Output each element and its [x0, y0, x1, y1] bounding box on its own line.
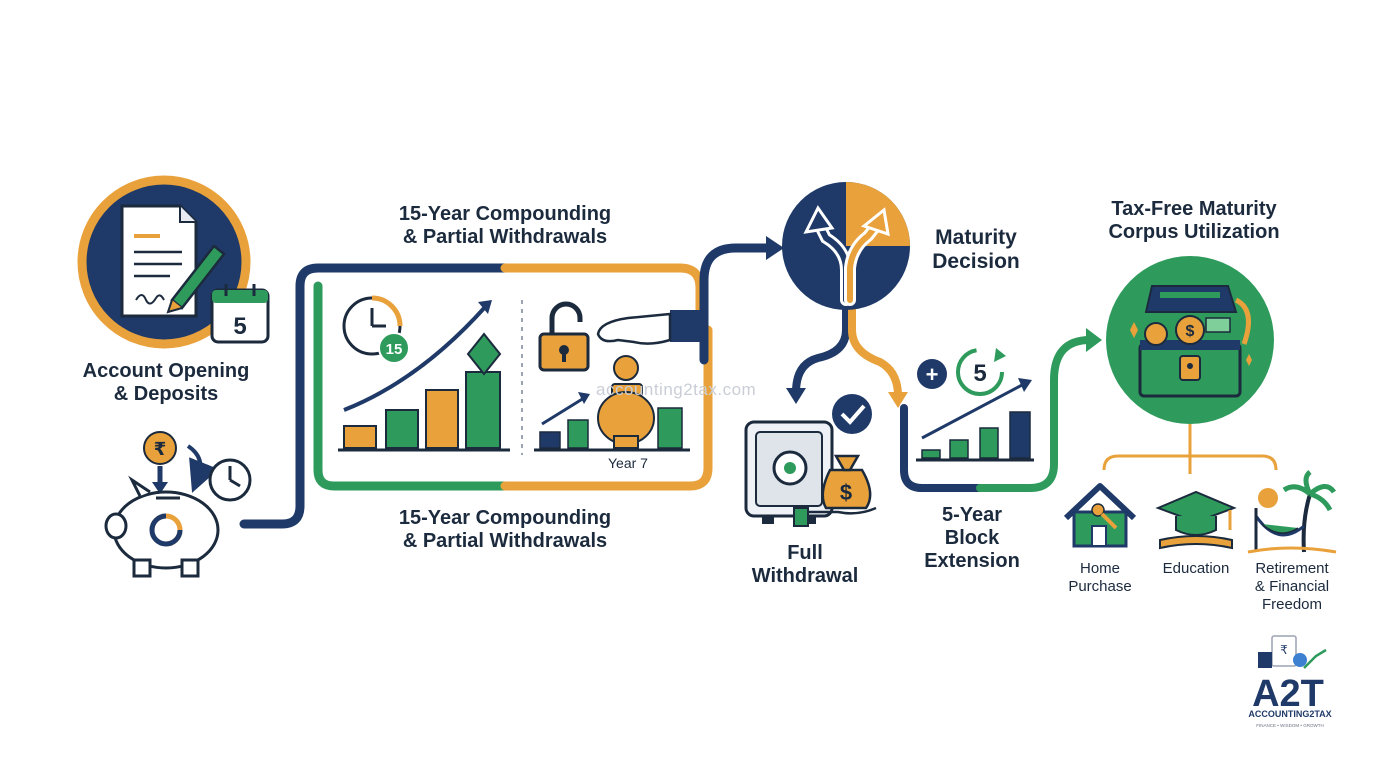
compounding-bottom-label: 15-Year Compounding& Partial Withdrawals	[398, 507, 612, 552]
flow-arrow-to-decision	[766, 236, 784, 260]
svg-text:₹: ₹	[1280, 643, 1288, 657]
flow-path-to-decision	[699, 243, 773, 365]
treasure-chest-icon: $	[1130, 285, 1252, 398]
flow-frame-bottom-orange	[500, 325, 713, 491]
growth-chart-icon	[916, 378, 1034, 462]
flow-path-start	[239, 263, 510, 529]
flow-path-to-corpus	[976, 336, 1094, 492]
svg-text:+: +	[926, 362, 939, 387]
use-education-label: Education	[1162, 560, 1230, 577]
pen-icon	[166, 244, 226, 314]
full-withdrawal-step: $	[744, 394, 877, 527]
logo-name: ACCOUNTING2TAX	[1248, 709, 1331, 719]
svg-text:₹: ₹	[154, 439, 167, 460]
flow-path-extension-loop	[900, 404, 984, 492]
block-extension-step: + 5	[916, 348, 1034, 462]
maturity-decision-step	[782, 182, 910, 310]
calendar-icon: 5	[210, 284, 270, 344]
padlock-open-icon	[538, 301, 590, 372]
safe-icon	[744, 420, 834, 524]
house-key-icon	[1063, 483, 1137, 548]
cycle-number: 5	[973, 360, 986, 387]
calendar-number: 5	[233, 313, 246, 340]
accounting2tax-logo: ₹ A2T ACCOUNTING2TAX FINANCE • WISDOM • …	[1248, 635, 1332, 728]
growth-chart-icon	[534, 392, 690, 452]
rupee-coin-icon: ₹	[143, 431, 219, 494]
logo-mark: A2T	[1252, 673, 1324, 715]
beach-hammock-icon	[1247, 470, 1337, 554]
checkmark-icon	[832, 394, 872, 434]
year-marker: Year 7	[608, 455, 648, 471]
renew-cycle-icon: 5	[956, 348, 1006, 396]
piggy-bank-icon	[104, 475, 220, 578]
tax-free-corpus-step: $	[1063, 256, 1337, 554]
money-bag-icon: $	[793, 454, 877, 527]
timer-icon: 15	[342, 295, 410, 364]
graduation-cap-icon	[1155, 490, 1237, 550]
corpus-branch-lines	[1102, 424, 1278, 474]
watermark: accounting2tax.com	[596, 380, 757, 399]
logo-tagline: FINANCE • WISDOM • GROWTH	[1256, 723, 1323, 728]
timer-badge: 15	[386, 341, 403, 358]
compounding-left-panel: 15	[338, 295, 523, 455]
flow-path-to-extension	[848, 300, 902, 400]
hand-coin-icon	[596, 310, 704, 381]
flow-frame-left	[313, 281, 510, 491]
account-opening-label: Account Opening& Deposits	[82, 360, 250, 405]
flow-paths	[239, 236, 1102, 529]
plus-icon: +	[917, 359, 947, 389]
svg-text:$: $	[840, 480, 852, 505]
flow-path-to-withdrawal	[792, 300, 850, 396]
compounding-top-label: 15-Year Compounding& Partial Withdrawals	[398, 203, 612, 248]
compounding-right-panel: Year 7	[534, 301, 704, 471]
growth-chart-icon	[338, 300, 510, 452]
money-pot-icon	[597, 383, 655, 449]
svg-text:$: $	[1186, 323, 1195, 340]
clock-icon	[208, 458, 252, 502]
decision-arrows-icon	[803, 205, 890, 306]
account-opening-step: 5 ₹	[77, 175, 270, 578]
